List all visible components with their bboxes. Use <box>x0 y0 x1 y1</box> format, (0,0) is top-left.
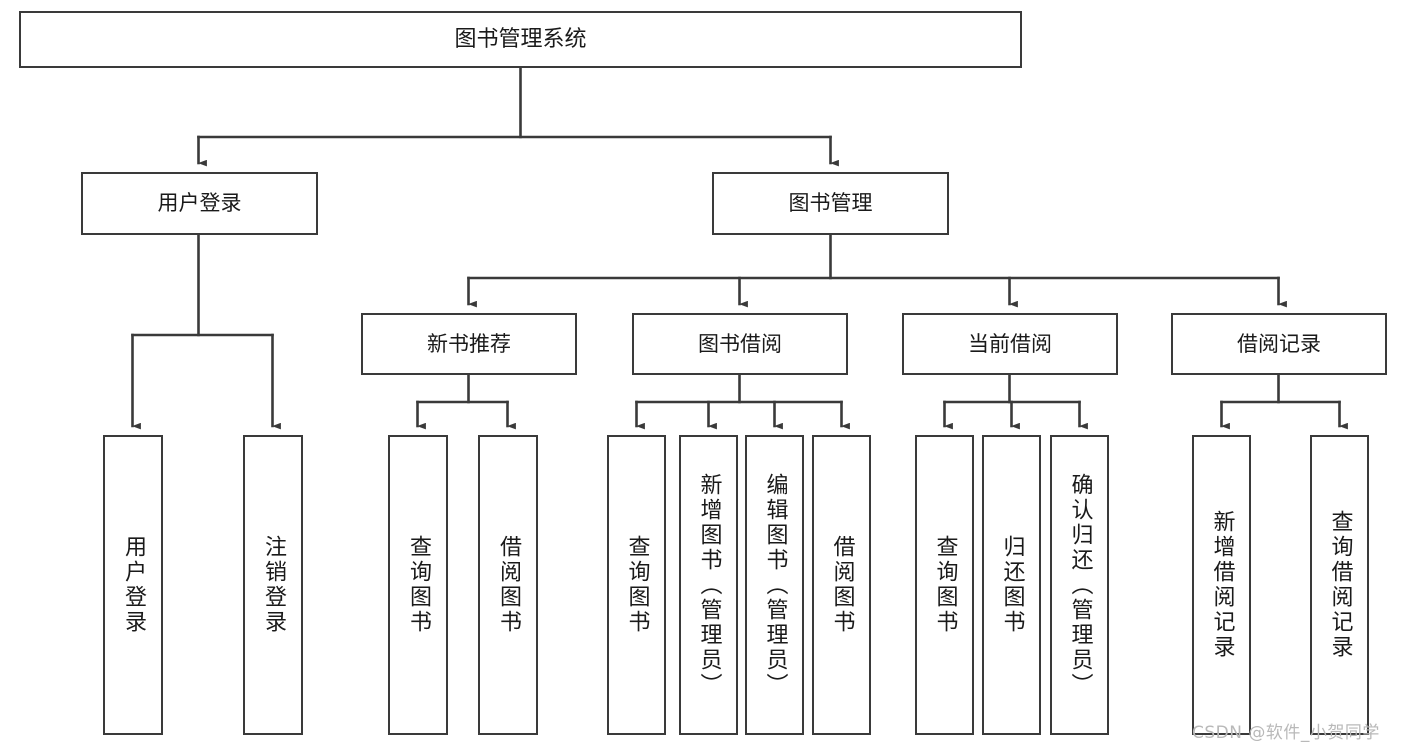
node-label: 图书管理系统 <box>454 26 587 52</box>
csdn-watermark: CSDN @软件_小贺同学 <box>1192 723 1380 743</box>
node-label: 编辑图书（管理员） <box>762 472 788 698</box>
node-label: 新增图书（管理员） <box>696 472 722 698</box>
node-label: 借阅图书 <box>496 535 521 635</box>
node-book-borrow[interactable]: 图书借阅 <box>632 313 848 375</box>
node-leaf-query-book-1[interactable]: 查询图书 <box>388 435 448 735</box>
node-label: 查询借阅记录 <box>1327 510 1353 660</box>
node-leaf-confirm-return[interactable]: 确认归还（管理员） <box>1050 435 1109 735</box>
node-borrow-record[interactable]: 借阅记录 <box>1171 313 1387 375</box>
node-label: 新增借阅记录 <box>1209 510 1235 660</box>
node-leaf-borrow-book-1[interactable]: 借阅图书 <box>478 435 538 735</box>
node-leaf-query-book-2[interactable]: 查询图书 <box>607 435 666 735</box>
node-root-system[interactable]: 图书管理系统 <box>19 11 1022 68</box>
node-leaf-user-login[interactable]: 用户登录 <box>103 435 163 735</box>
node-leaf-query-book-3[interactable]: 查询图书 <box>915 435 974 735</box>
node-label: 当前借阅 <box>968 331 1052 356</box>
node-book-manage[interactable]: 图书管理 <box>712 172 949 235</box>
node-label: 图书管理 <box>788 191 873 216</box>
node-label: 查询图书 <box>624 535 650 635</box>
node-label: 新书推荐 <box>427 331 511 356</box>
node-label: 用户登录 <box>157 191 242 216</box>
node-label: 确认归还（管理员） <box>1067 472 1093 698</box>
node-leaf-add-book[interactable]: 新增图书（管理员） <box>679 435 738 735</box>
node-label: 查询图书 <box>932 535 958 635</box>
node-leaf-borrow-book-2[interactable]: 借阅图书 <box>812 435 871 735</box>
node-label: 借阅图书 <box>829 535 855 635</box>
node-label: 借阅记录 <box>1237 331 1321 356</box>
node-leaf-add-record[interactable]: 新增借阅记录 <box>1192 435 1251 735</box>
node-leaf-logout-login[interactable]: 注销登录 <box>243 435 303 735</box>
node-leaf-query-record[interactable]: 查询借阅记录 <box>1310 435 1369 735</box>
node-current-borrow[interactable]: 当前借阅 <box>902 313 1118 375</box>
node-leaf-edit-book[interactable]: 编辑图书（管理员） <box>745 435 804 735</box>
node-label: 查询图书 <box>406 535 431 635</box>
node-label: 用户登录 <box>121 535 146 635</box>
node-leaf-return-book[interactable]: 归还图书 <box>982 435 1041 735</box>
node-label: 图书借阅 <box>698 331 782 356</box>
node-user-login[interactable]: 用户登录 <box>81 172 318 235</box>
node-new-book-recommend[interactable]: 新书推荐 <box>361 313 577 375</box>
node-label: 注销登录 <box>261 535 286 635</box>
node-label: 归还图书 <box>999 535 1025 635</box>
